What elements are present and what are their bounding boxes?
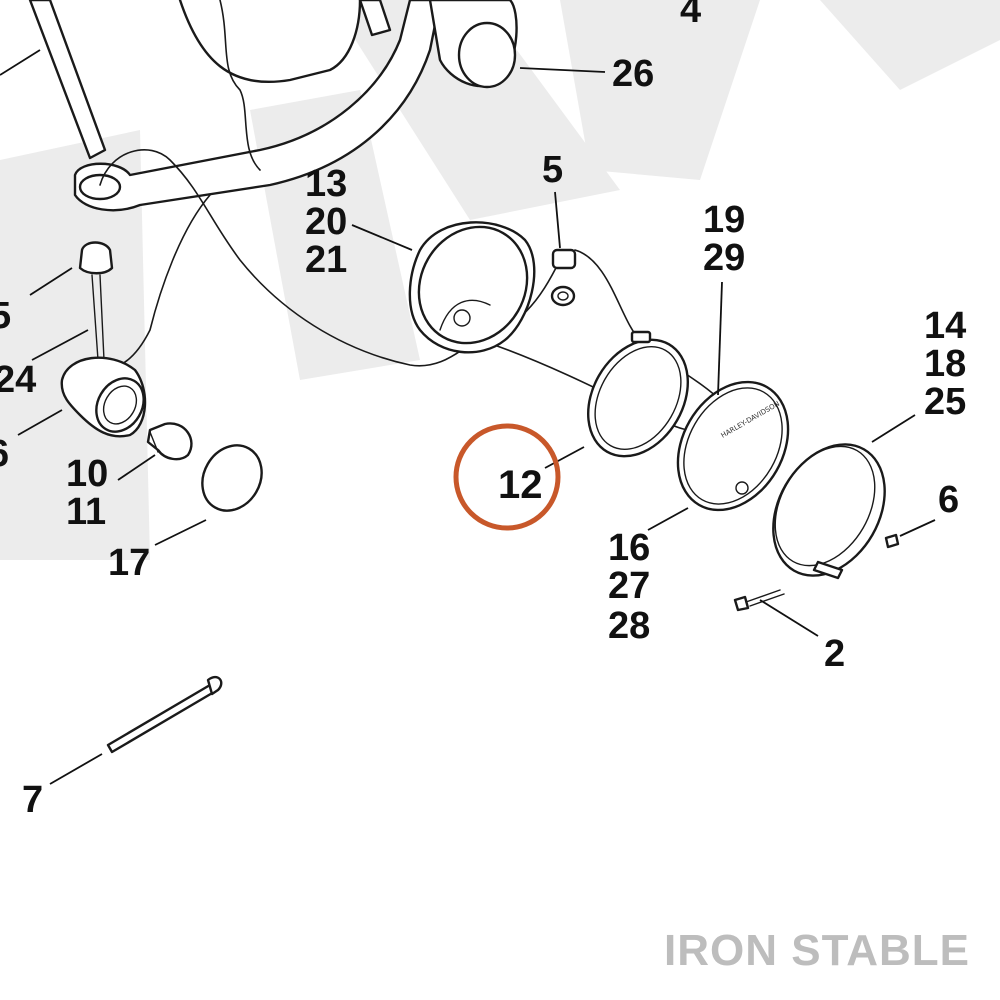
callout-2: 2 — [824, 633, 845, 675]
callout-15-partial: 5 — [0, 295, 11, 337]
bulb — [146, 422, 193, 461]
cable-tie — [106, 675, 223, 754]
screw-long — [733, 589, 785, 612]
callout-17: 17 — [108, 542, 150, 584]
callout-26: 26 — [612, 53, 654, 95]
retaining-ring — [587, 330, 689, 458]
callout-21: 21 — [305, 239, 347, 281]
rear-turn-signal — [428, 0, 518, 89]
callout-16: 16 — [608, 527, 650, 569]
callout-12: 12 — [498, 463, 543, 507]
callout-18: 18 — [924, 343, 966, 385]
callout-13: 13 — [305, 163, 347, 205]
trim-ring — [772, 443, 886, 580]
turn-signal-lens — [201, 444, 263, 512]
callout-28: 28 — [608, 605, 650, 647]
callout-5: 5 — [542, 149, 563, 191]
callout-29: 29 — [703, 237, 745, 279]
callout-20: 20 — [305, 201, 347, 243]
callout-7: 7 — [22, 779, 43, 821]
callout-14: 14 — [924, 305, 966, 347]
callout-19: 19 — [703, 199, 745, 241]
callout-24: 24 — [0, 359, 36, 401]
callout-6: 6 — [938, 479, 959, 521]
callout-labels: 26 4 5 13 20 21 19 29 14 18 25 6 12 16 2… — [0, 0, 966, 821]
callout-36-partial: 6 — [0, 433, 9, 475]
connector-grommet — [550, 248, 577, 307]
callout-27: 27 — [608, 565, 650, 607]
callout-11: 11 — [66, 491, 106, 533]
headlamp-housing — [408, 221, 536, 354]
callout-4: 4 — [680, 0, 701, 31]
highlight-circle — [453, 423, 561, 531]
screw-small — [884, 533, 900, 549]
callout-10: 10 — [66, 453, 108, 495]
front-turn-signal — [60, 241, 147, 438]
callout-25: 25 — [924, 381, 966, 423]
watermark-text: IRON STABLE — [664, 926, 970, 975]
headlamp-lens: HARLEY-DAVIDSON — [676, 380, 790, 512]
leader-lines — [0, 49, 936, 785]
